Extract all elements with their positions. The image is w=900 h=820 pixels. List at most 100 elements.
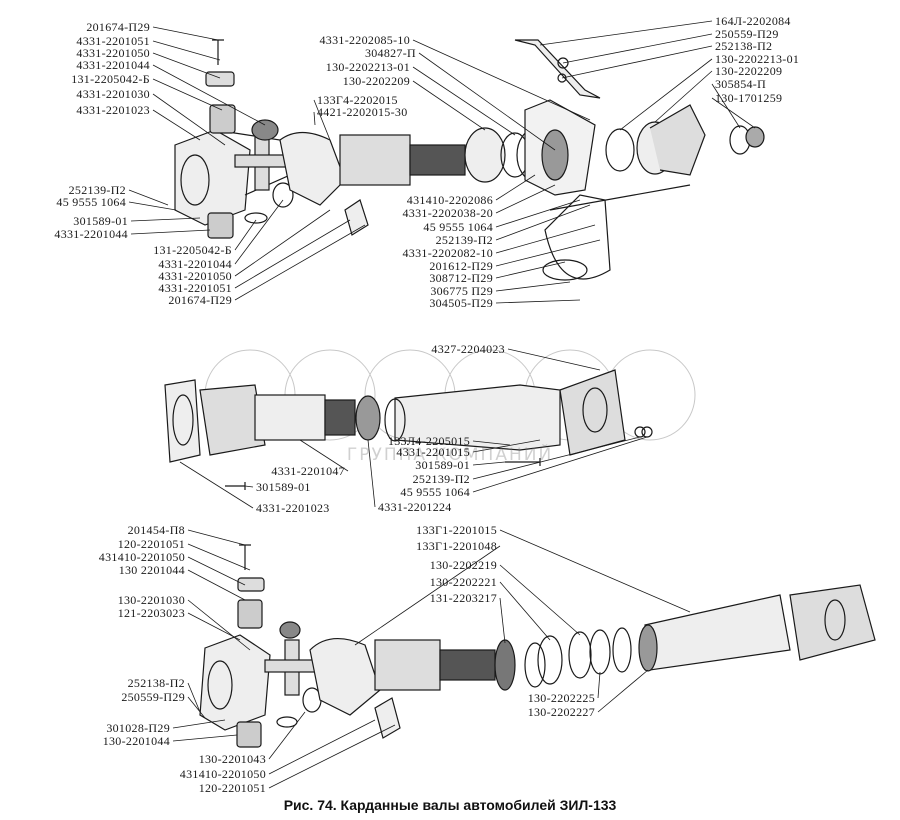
leader-line bbox=[152, 26, 219, 41]
leader-line bbox=[234, 199, 284, 265]
leader-line bbox=[619, 58, 713, 131]
leader-line bbox=[313, 111, 316, 126]
part-number-label: 4331-2202038-20 bbox=[402, 206, 493, 220]
part-number-label: 130-2202209 bbox=[342, 74, 410, 88]
part-number-label: 130-2202227 bbox=[527, 705, 595, 719]
leader-line bbox=[234, 219, 351, 289]
leader-line bbox=[187, 599, 251, 651]
part-number-label: 305854-П bbox=[715, 77, 767, 91]
part-number-label: 301589-01 bbox=[73, 214, 128, 228]
part-number-label: 4331-2201050 bbox=[158, 269, 232, 283]
leader-line bbox=[495, 204, 591, 241]
part-number-label: 4331-2202085-10 bbox=[319, 33, 410, 47]
leader-line bbox=[128, 189, 169, 206]
part-number-label: 121-2203023 bbox=[117, 606, 185, 620]
leader-line bbox=[152, 78, 223, 111]
leader-line bbox=[499, 581, 551, 641]
part-number-label: 133Л4-2205015 bbox=[387, 434, 470, 448]
leader-line bbox=[472, 436, 641, 480]
part-number-label: 120-2201051 bbox=[198, 781, 266, 795]
leader-line bbox=[472, 436, 648, 493]
part-number-label: 130-2202213-01 bbox=[325, 60, 410, 74]
leader-line bbox=[187, 696, 206, 719]
leader-line bbox=[499, 564, 581, 636]
part-number-label: 252138-П2 bbox=[715, 39, 773, 53]
part-number-label: 431410-2201050 bbox=[98, 550, 185, 564]
part-number-label: 130-2202219 bbox=[429, 558, 497, 572]
part-number-label: 45 9555 1064 bbox=[400, 485, 470, 499]
leader-line bbox=[562, 33, 713, 64]
middle-shaft bbox=[164, 369, 653, 490]
part-number-label: 252139-П2 bbox=[68, 183, 126, 197]
part-number-label: 130-2202221 bbox=[429, 575, 497, 589]
leader-line bbox=[418, 52, 556, 151]
part-number-label: 4331-2201015 bbox=[396, 445, 470, 459]
leader-lines bbox=[128, 20, 756, 789]
leader-line bbox=[495, 224, 596, 254]
part-number-label: 4331-2201224 bbox=[378, 500, 452, 514]
leader-line bbox=[268, 724, 396, 789]
part-number-label: 4331-2201030 bbox=[76, 87, 150, 101]
part-number-label: 131-2205042-Б bbox=[153, 243, 232, 257]
part-number-label: 4331-2201044 bbox=[158, 257, 232, 271]
part-number-label: 4331-2201047 bbox=[271, 464, 345, 478]
leader-line bbox=[499, 597, 506, 644]
leader-line bbox=[152, 52, 221, 79]
leader-line bbox=[495, 239, 601, 267]
part-number-label: 4327-2204023 bbox=[431, 342, 505, 356]
part-number-label: 130-2202213-01 bbox=[715, 52, 800, 66]
leader-line bbox=[495, 184, 556, 214]
leader-line bbox=[507, 348, 601, 371]
leader-line bbox=[499, 529, 691, 613]
watermark-subtitle: ГРУППА КОМПАНИЙ bbox=[346, 445, 554, 465]
leader-line bbox=[495, 299, 581, 304]
part-number-label: 252139-П2 bbox=[435, 233, 493, 247]
part-number-label: 45 9555 1064 bbox=[423, 220, 493, 234]
leader-line bbox=[268, 719, 376, 775]
leader-line bbox=[597, 669, 649, 713]
leader-line bbox=[187, 529, 246, 546]
part-number-label: 131-2203217 bbox=[429, 591, 497, 605]
leader-line bbox=[654, 70, 713, 123]
part-number-label: 4331-2201051 bbox=[158, 281, 232, 295]
leader-line bbox=[187, 556, 246, 586]
part-number-label: 250559-П29 bbox=[715, 27, 779, 41]
leader-line bbox=[172, 734, 238, 742]
part-number-label: 201674-П29 bbox=[86, 20, 150, 34]
leader-line bbox=[472, 439, 541, 453]
part-number-label: 252138-П2 bbox=[127, 676, 185, 690]
leader-line bbox=[128, 201, 177, 211]
leader-line bbox=[172, 719, 226, 729]
part-number-label: 45 9555 1064 bbox=[56, 195, 126, 209]
part-number-label: 304505-П29 bbox=[429, 296, 493, 310]
top-support-rings bbox=[464, 39, 765, 281]
part-number-label: 301589-01 bbox=[256, 480, 311, 494]
leader-line bbox=[412, 66, 516, 136]
part-number-label: 4331-2201051 bbox=[76, 34, 150, 48]
part-number-label: 306775 П29 bbox=[430, 284, 493, 298]
part-number-label: 130-2201043 bbox=[198, 752, 266, 766]
part-number-label: 130-1701259 bbox=[715, 91, 783, 105]
leader-line bbox=[495, 281, 571, 292]
part-number-label: 130-2201044 bbox=[102, 734, 170, 748]
leader-line bbox=[234, 219, 257, 251]
part-number-label: 4331-2201044 bbox=[54, 227, 128, 241]
leader-line bbox=[179, 461, 254, 509]
part-number-label: 133Г1-2201048 bbox=[416, 539, 497, 553]
part-number-label: 252139-П2 bbox=[412, 472, 470, 486]
leader-line bbox=[187, 569, 246, 601]
leader-line bbox=[472, 440, 511, 446]
leader-line bbox=[711, 97, 756, 129]
leader-line bbox=[412, 80, 486, 131]
top-sliding-yoke bbox=[279, 131, 466, 206]
bottom-flange-yoke bbox=[199, 544, 876, 748]
part-number-label: 301028-П29 bbox=[106, 721, 170, 735]
part-number-label: 130 2201044 bbox=[118, 563, 185, 577]
part-number-label: 130-2202225 bbox=[527, 691, 595, 705]
leader-line bbox=[187, 682, 201, 713]
leader-line bbox=[495, 261, 566, 279]
part-number-label: 304827-П bbox=[364, 46, 416, 60]
leader-line bbox=[152, 93, 226, 146]
part-number-label: 301589-01 bbox=[415, 458, 470, 472]
leader-line bbox=[354, 545, 501, 646]
